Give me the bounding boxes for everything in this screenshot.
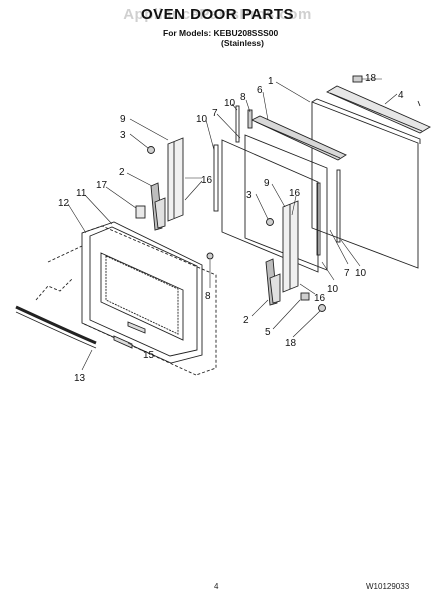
watermark: AppliancePartsPros.com [123,6,312,23]
callout-2-left: 2 [119,167,125,178]
part-12-door-frame [81,221,203,364]
callout-3-right: 3 [246,190,252,201]
callout-7-upper: 7 [212,108,218,119]
callout-3-left: 3 [120,130,126,141]
callout-1: 1 [268,76,274,87]
part-2-right-hinge [265,258,281,306]
callout-10-upper-a: 10 [224,98,236,109]
callout-2-right: 2 [243,315,249,326]
callout-4: 4 [398,90,404,101]
part-9-right-channel [282,200,299,293]
callout-7-lower: 7 [344,268,350,279]
part-15-slot [113,321,146,349]
callout-18-upper: 18 [365,73,377,84]
part-9-left-channel [167,137,184,222]
callout-8-lower: 8 [205,291,211,302]
callout-16-right-upper: 16 [289,188,301,199]
page-number: 4 [214,582,219,591]
part-18-upper-bolt [352,75,363,83]
callout-labels: 18 4 1 6 8 10 7 10 9 3 2 16 17 11 12 3 9… [58,73,404,384]
part-5-bolt [300,292,310,301]
callout-13: 13 [74,373,86,384]
callout-11: 11 [76,188,87,199]
part-8-spacer [247,109,253,129]
callout-18-lower: 18 [285,338,297,349]
part-13-handle [15,245,97,349]
part-3-left-screw [147,146,155,154]
part-2-left-hinge [150,182,166,231]
callout-12: 12 [58,198,70,209]
callout-9-right: 9 [264,178,270,189]
part-18-lower-bolt [318,304,326,312]
document-id: W10129033 [366,582,410,591]
callout-8-upper: 8 [240,92,246,103]
callout-5: 5 [265,327,271,338]
callout-10-lower-b: 10 [355,268,367,279]
models-line: For Models: KEBU208SSS00 [163,28,279,38]
callout-17: 17 [96,180,108,191]
variant-label: (Stainless) [221,38,264,48]
callout-10-lower-a: 10 [327,284,339,295]
callout-15: 15 [143,350,155,361]
part-1-outer-glass [311,98,421,269]
part-17-clip [135,205,146,219]
leader-lines [67,78,398,371]
part-3-right-screw [266,218,274,226]
part-6-bracket-strip [250,115,347,161]
callout-16-right-lower: 16 [314,293,326,304]
page-title: OVEN DOOR PARTS [140,6,295,23]
part-8-lower-screw [206,252,214,260]
part-4-top-trim [326,85,431,134]
callout-6: 6 [257,85,263,96]
part-10-strips [213,105,341,256]
callout-9-left: 9 [120,114,126,125]
part-7-inner-glass [221,139,319,273]
callout-10-upper-b: 10 [196,114,208,125]
callout-16-left: 16 [201,175,213,186]
